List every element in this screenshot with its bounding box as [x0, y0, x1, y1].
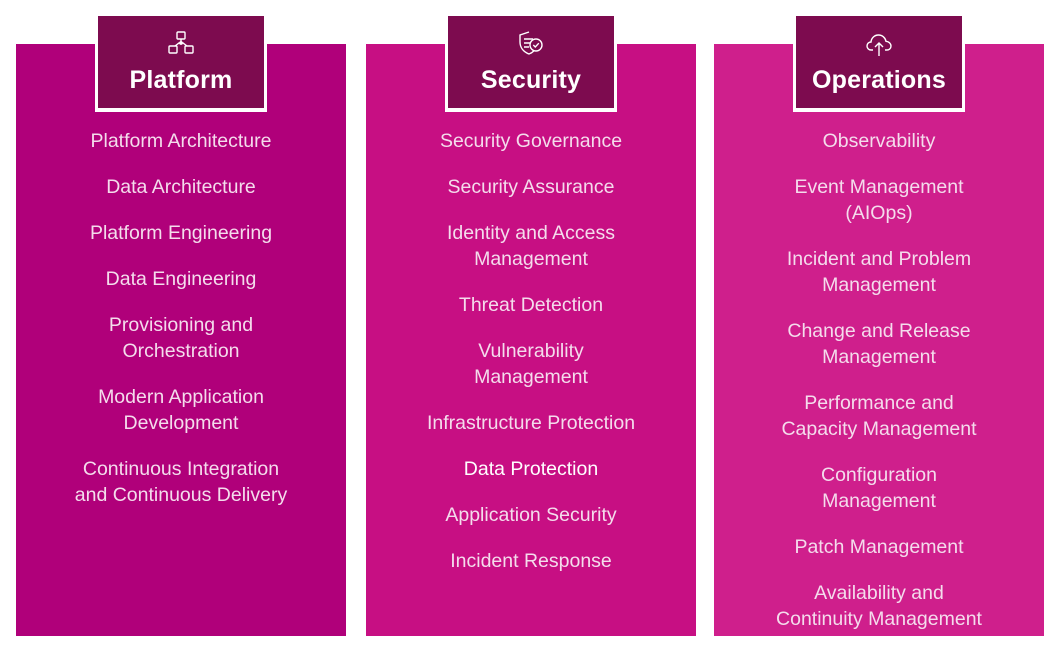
list-item: Platform Architecture: [90, 130, 272, 152]
list-item: Configuration Management: [821, 464, 937, 512]
platform-items: Platform Architecture Data Architecture …: [16, 128, 346, 528]
list-item: Infrastructure Protection: [426, 412, 636, 434]
list-item: Vulnerability Management: [474, 340, 588, 388]
list-item: Incident Response: [450, 550, 612, 572]
list-item: Data Protection: [463, 458, 599, 480]
list-item: Security Governance: [439, 130, 623, 152]
list-item: Patch Management: [794, 536, 964, 558]
list-item: Application Security: [445, 504, 617, 526]
list-item: Modern Application Development: [98, 386, 264, 434]
list-item: Security Assurance: [447, 176, 615, 198]
security-title: Security: [480, 66, 582, 94]
platform-title: Platform: [129, 66, 233, 94]
security-header: Security: [445, 16, 617, 112]
security-items: Security Governance Security Assurance I…: [366, 128, 696, 594]
shield-check-icon: [513, 26, 549, 62]
operations-items: Observability Event Management (AIOps) I…: [714, 128, 1044, 652]
list-item: Incident and Problem Management: [786, 248, 972, 296]
list-item: Identity and Access Management: [446, 222, 616, 270]
cloud-upload-icon: [861, 26, 897, 62]
list-item: Change and Release Management: [787, 320, 971, 368]
list-item: Observability: [822, 130, 936, 152]
list-item: Data Architecture: [106, 176, 256, 198]
list-item: Data Engineering: [105, 268, 257, 290]
list-item: Platform Engineering: [89, 222, 273, 244]
platform-header: Platform: [95, 16, 267, 112]
list-item: Performance and Capacity Management: [781, 392, 977, 440]
list-item: Availability and Continuity Management: [776, 582, 982, 630]
list-item: Provisioning and Orchestration: [108, 314, 254, 362]
platform-column: Platform Platform Architecture Data Arch…: [16, 16, 346, 636]
operations-title: Operations: [812, 66, 946, 94]
operations-column: Operations Observability Event Managemen…: [714, 16, 1044, 636]
connected-boxes-icon: [163, 26, 199, 62]
list-item: Threat Detection: [458, 294, 604, 316]
list-item: Event Management (AIOps): [794, 176, 964, 224]
list-item: Continuous Integration and Continuous De…: [74, 458, 288, 506]
security-column: Security Security Governance Security As…: [366, 16, 696, 636]
operations-header: Operations: [793, 16, 965, 112]
